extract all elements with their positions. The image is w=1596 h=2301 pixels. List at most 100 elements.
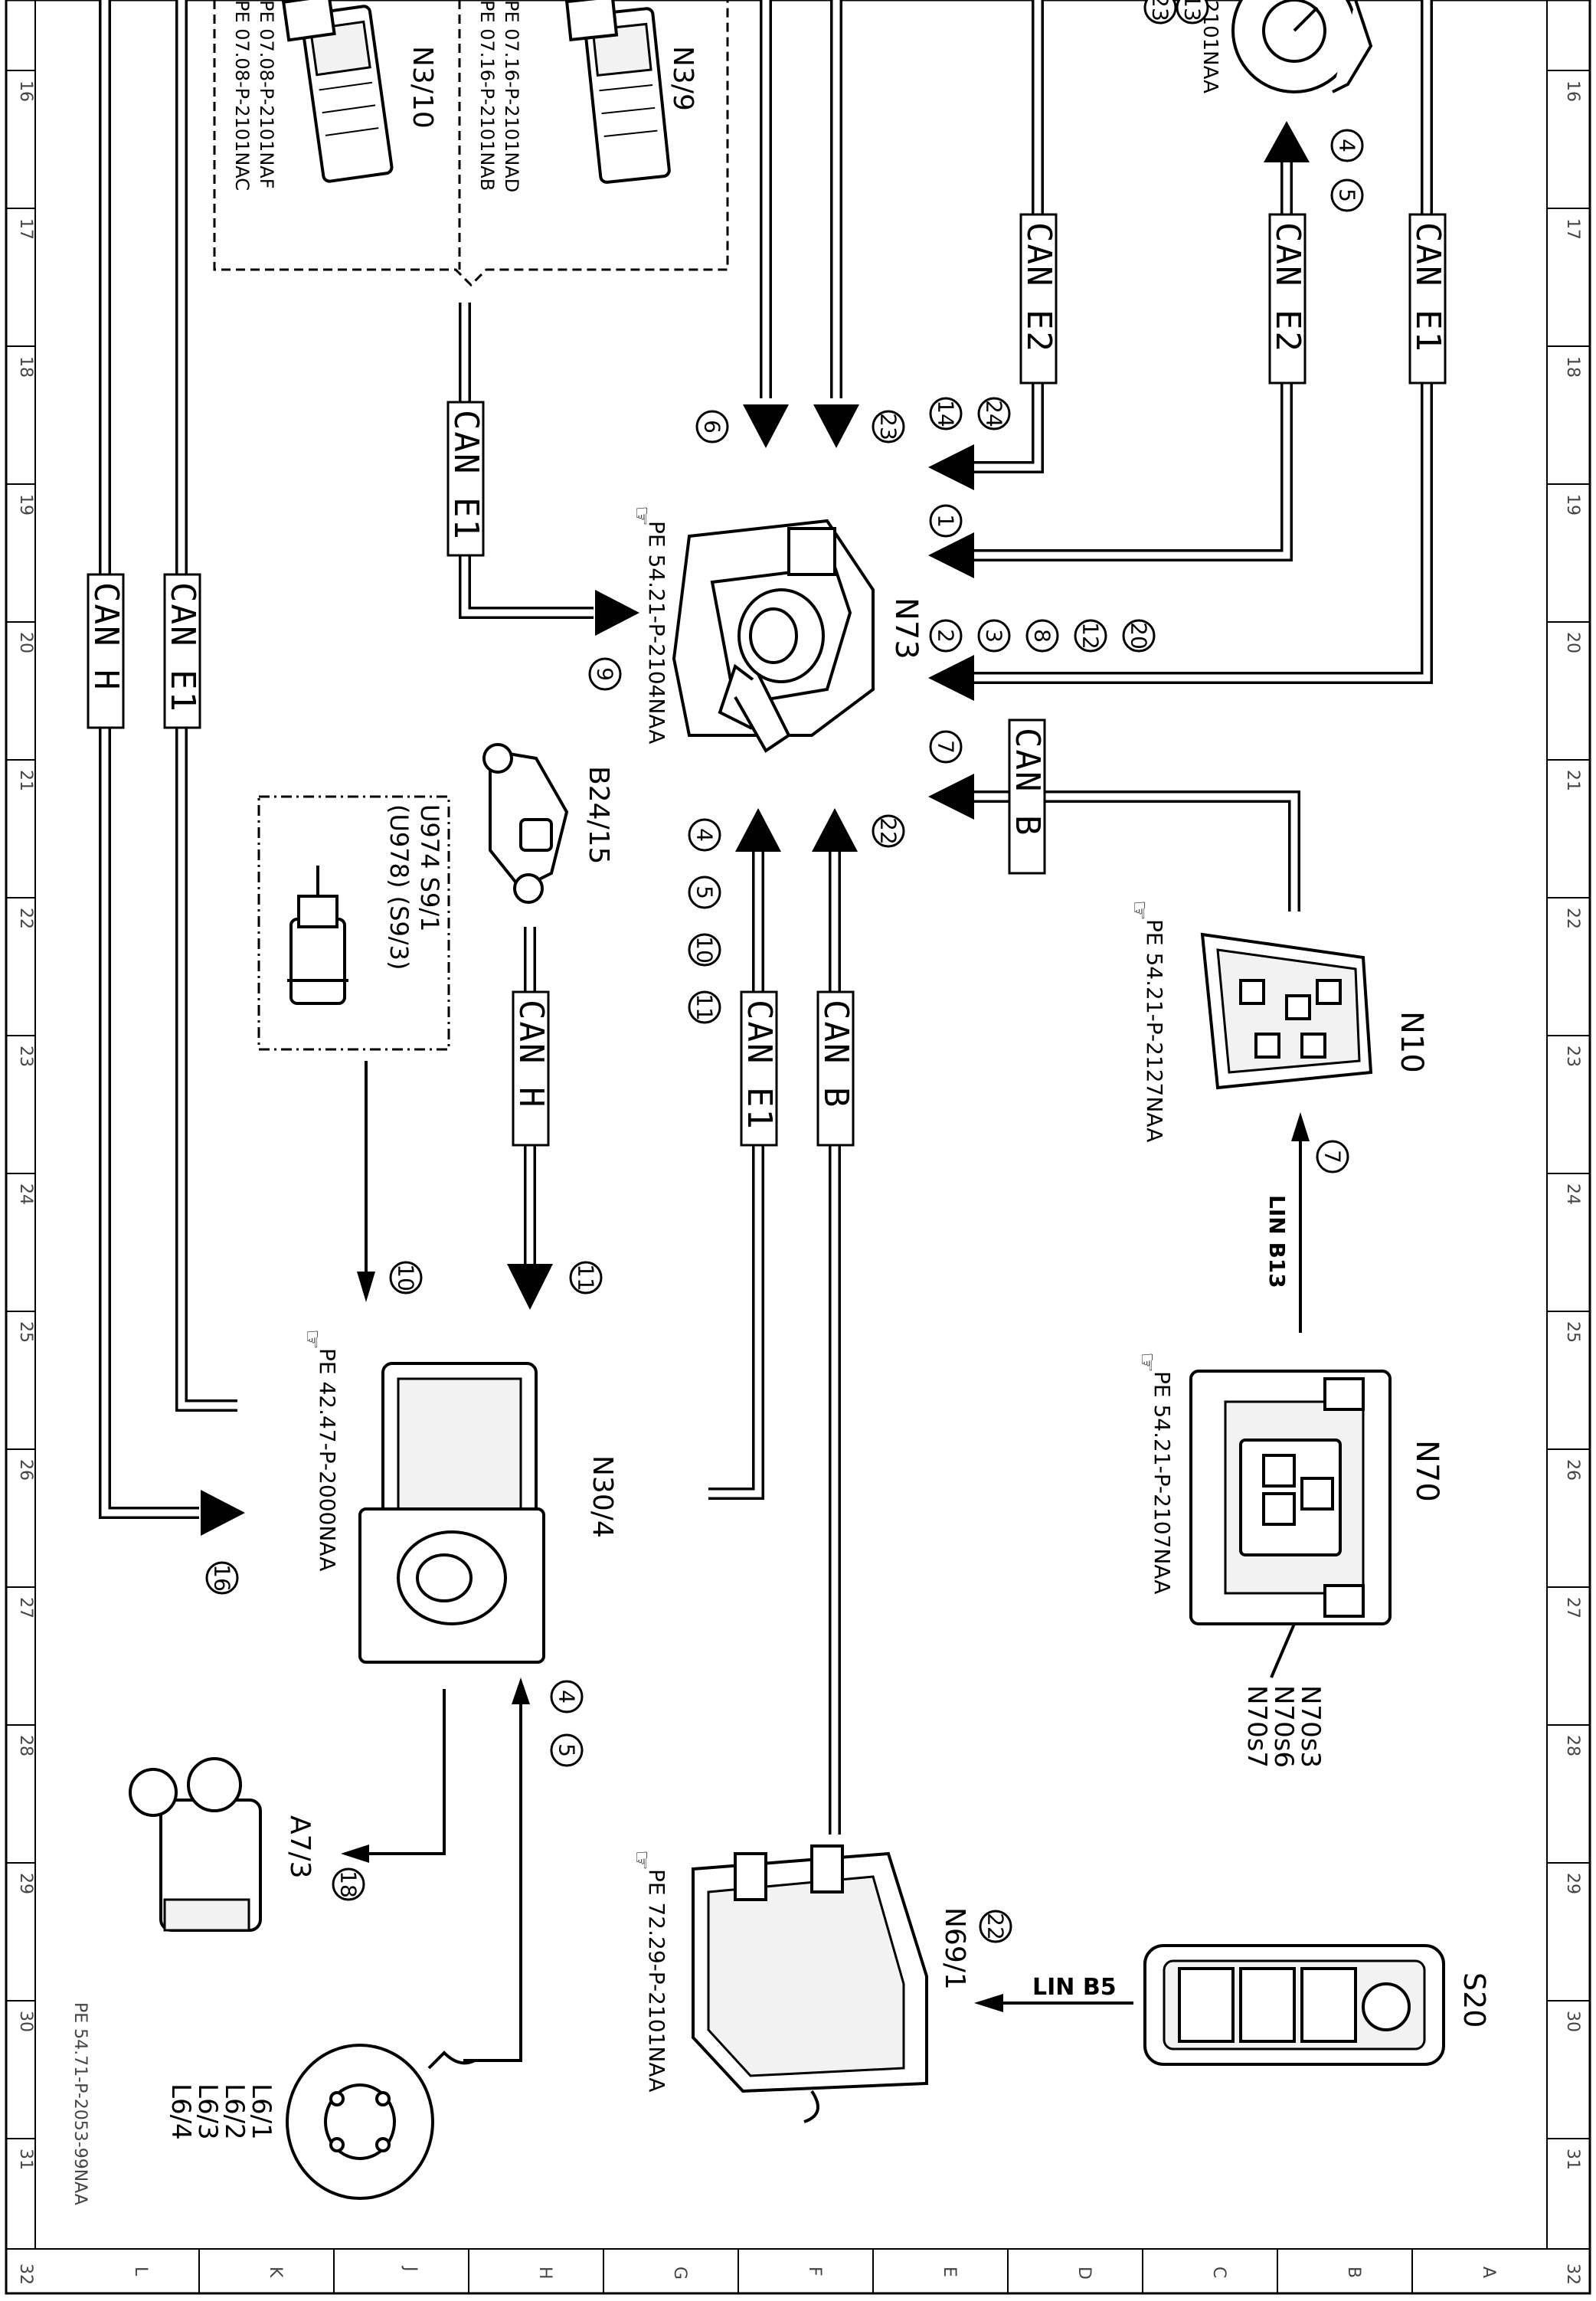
svg-text:6: 6 [700,420,725,434]
n3-10-ref-2: PE 07.08-P-2101NAF [256,0,277,189]
pointer-icon: ☞ [1126,900,1153,921]
grid-number: 24 [1563,1183,1582,1205]
s20-label: S20 [1457,1972,1491,2028]
grid-number: 24 [16,1183,35,1205]
bus-label-can-e2-top: CAN E2 [1019,213,1058,385]
grid-letter: F [805,2267,824,2276]
circle-n73-5: 5 [688,876,721,909]
circle-n73-7: 7 [929,730,963,764]
n69-1-label: N69/1 [939,1907,970,1990]
grid-letter: L [131,2267,150,2276]
grid-number: 23 [1563,1046,1582,1067]
circle-n73-20: 20 [1122,619,1156,653]
svg-text:7: 7 [1320,1150,1346,1164]
circle-n73-14: 14 [929,397,963,430]
bus-label-can-h-left: CAN H [87,573,126,729]
circle-n73-8: 8 [1025,619,1059,653]
circle-numbers: 13 23 4 5 6 23 14 24 1 2 3 8 12 20 7 9 2… [205,0,1364,1943]
grid-number: 26 [16,1459,35,1481]
a7-3-label: A7/3 [284,1815,316,1879]
grid-number: 28 [16,1735,35,1756]
circle-n73-4: 4 [688,818,721,852]
grid-number: 22 [16,908,35,929]
component-b24-15: B24/15 [482,743,614,904]
svg-text:7: 7 [934,740,959,754]
bus-label-can-h-b24: CAN H [512,990,551,1147]
n3-9-label: N3/9 [667,46,698,111]
svg-text:CAN E2: CAN E2 [1268,222,1307,353]
grid-number: 20 [16,632,35,653]
bus-label-can-e1-right: CAN E1 [1408,213,1447,385]
l6-label-3: L6/3 [192,2083,223,2140]
svg-text:10: 10 [394,1264,419,1291]
grid-number-scale: 16 17 18 19 20 21 22 23 24 25 26 27 28 2… [6,70,1590,2285]
grid-letter: D [1074,2267,1094,2280]
grid-number: 30 [16,2011,35,2032]
grid-letter-scale: L K J H G F E D C B A [131,2249,1498,2293]
svg-text:18: 18 [336,1871,361,1898]
pointer-icon: ☞ [628,506,655,526]
n70-switch-6: N70s6 [1268,1685,1299,1768]
svg-text:24: 24 [982,400,1007,427]
grid-number: 29 [1563,1873,1582,1894]
n73-ref: PE 54.21-P-2104NAA [644,521,669,744]
svg-text:CAN E1: CAN E1 [740,1000,779,1131]
svg-text:8: 8 [1030,629,1055,643]
circle-n10-7: 7 [1316,1140,1349,1173]
svg-text:CAN H: CAN H [87,582,126,691]
svg-text:CAN H: CAN H [512,1000,551,1108]
grid-number: 25 [16,1321,35,1343]
grid-letter: K [266,2267,285,2278]
grid-number: 27 [1563,1597,1582,1619]
svg-text:CAN E1: CAN E1 [446,410,486,541]
grid-number: 18 [1563,356,1582,378]
circle-n73-6: 6 [695,410,729,444]
circle-n73-11: 11 [688,990,721,1024]
svg-text:CAN B: CAN B [816,1000,855,1108]
grid-number: 19 [16,494,35,516]
l6-label-4: L6/4 [165,2083,196,2140]
component-n69-1: N69/1 PE 72.29-P-2101NAA ☞ [628,1844,970,2123]
svg-text:9: 9 [593,667,618,681]
svg-text:5: 5 [554,1743,580,1757]
grid-number: 18 [16,356,35,378]
grid-number: 23 [16,1046,35,1067]
component-n70: N70 PE 54.21-P-2107NAA ☞ N70s3 N70s6 N70… [1133,1352,1444,1768]
circle-n73-24: 24 [977,397,1011,430]
grid-number: 25 [1563,1321,1582,1343]
grid-number: 31 [16,2149,35,2170]
circle-top-13: 13 [1176,0,1209,25]
grid-number: 21 [1563,770,1582,791]
circle-n73-9: 9 [588,657,622,691]
grid-number: 17 [16,218,35,240]
grid-letter: J [401,2265,420,2272]
n3-10-module [281,0,394,183]
l6-label-1: L6/1 [246,2083,276,2140]
component-n3-group: N3/10 PE 07.08-P-2101NAC PE 07.08-P-2101… [213,0,729,287]
svg-text:CAN E1: CAN E1 [1408,222,1447,353]
n3-10-ref-1: PE 07.08-P-2101NAC [231,0,253,191]
circle-inst-5: 5 [1330,178,1364,212]
circle-n73-23: 23 [872,410,905,444]
svg-text:16: 16 [210,1564,235,1592]
grid-letter: A [1479,2267,1498,2278]
circle-n73-1: 1 [929,504,963,538]
n69-1-ref: PE 72.29-P-2101NAA [644,1869,669,2092]
grid-letter: G [670,2267,689,2280]
grid-number: 27 [16,1597,35,1619]
svg-text:2: 2 [934,629,959,643]
svg-text:4: 4 [1335,139,1360,152]
svg-text:13: 13 [1180,0,1205,21]
component-instrument-cluster: 2101NAA [1199,0,1373,93]
grid-number: 32 [16,2263,35,2285]
n3-9-module [564,0,671,184]
circle-n30-4: 4 [550,1680,584,1713]
n3-9-ref-2: PE 07.16-P-2101NAD [501,0,522,192]
circle-n73-10: 10 [688,933,721,967]
n10-ref: PE 54.21-P-2127NAA [1142,919,1167,1142]
circle-n30-5: 5 [550,1733,584,1767]
grid-number: 22 [1563,908,1582,929]
grid-number: 20 [1563,632,1582,653]
